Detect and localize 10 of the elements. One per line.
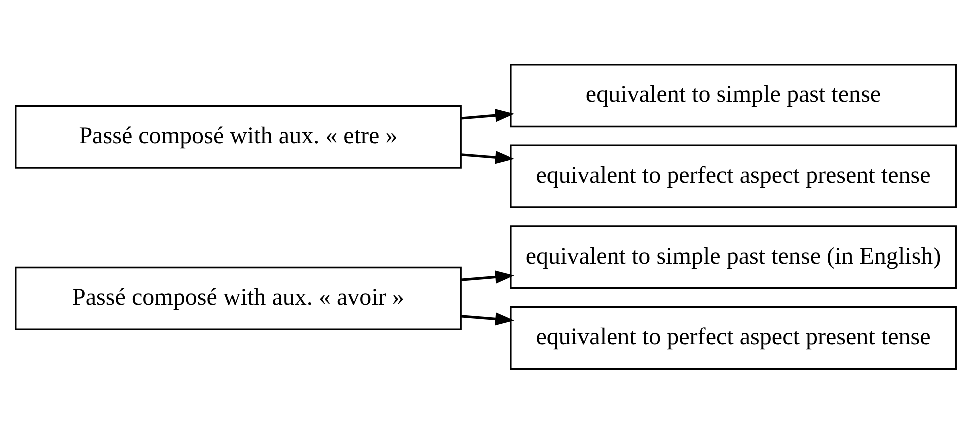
node-box: equivalent to simple past tense (in English) (510, 226, 957, 290)
node-box: equivalent to perfect aspect present tense (510, 306, 957, 370)
arrow (461, 109, 515, 122)
node-box: equivalent to simple past tense (510, 64, 957, 128)
arrow (461, 312, 515, 326)
node-box: Passé composé with aux. « etre » (15, 105, 462, 169)
arrow (461, 151, 515, 164)
node-box: Passé composé with aux. « avoir » (15, 266, 462, 330)
node-box: equivalent to perfect aspect present tense (510, 144, 957, 208)
arrow (461, 270, 515, 284)
